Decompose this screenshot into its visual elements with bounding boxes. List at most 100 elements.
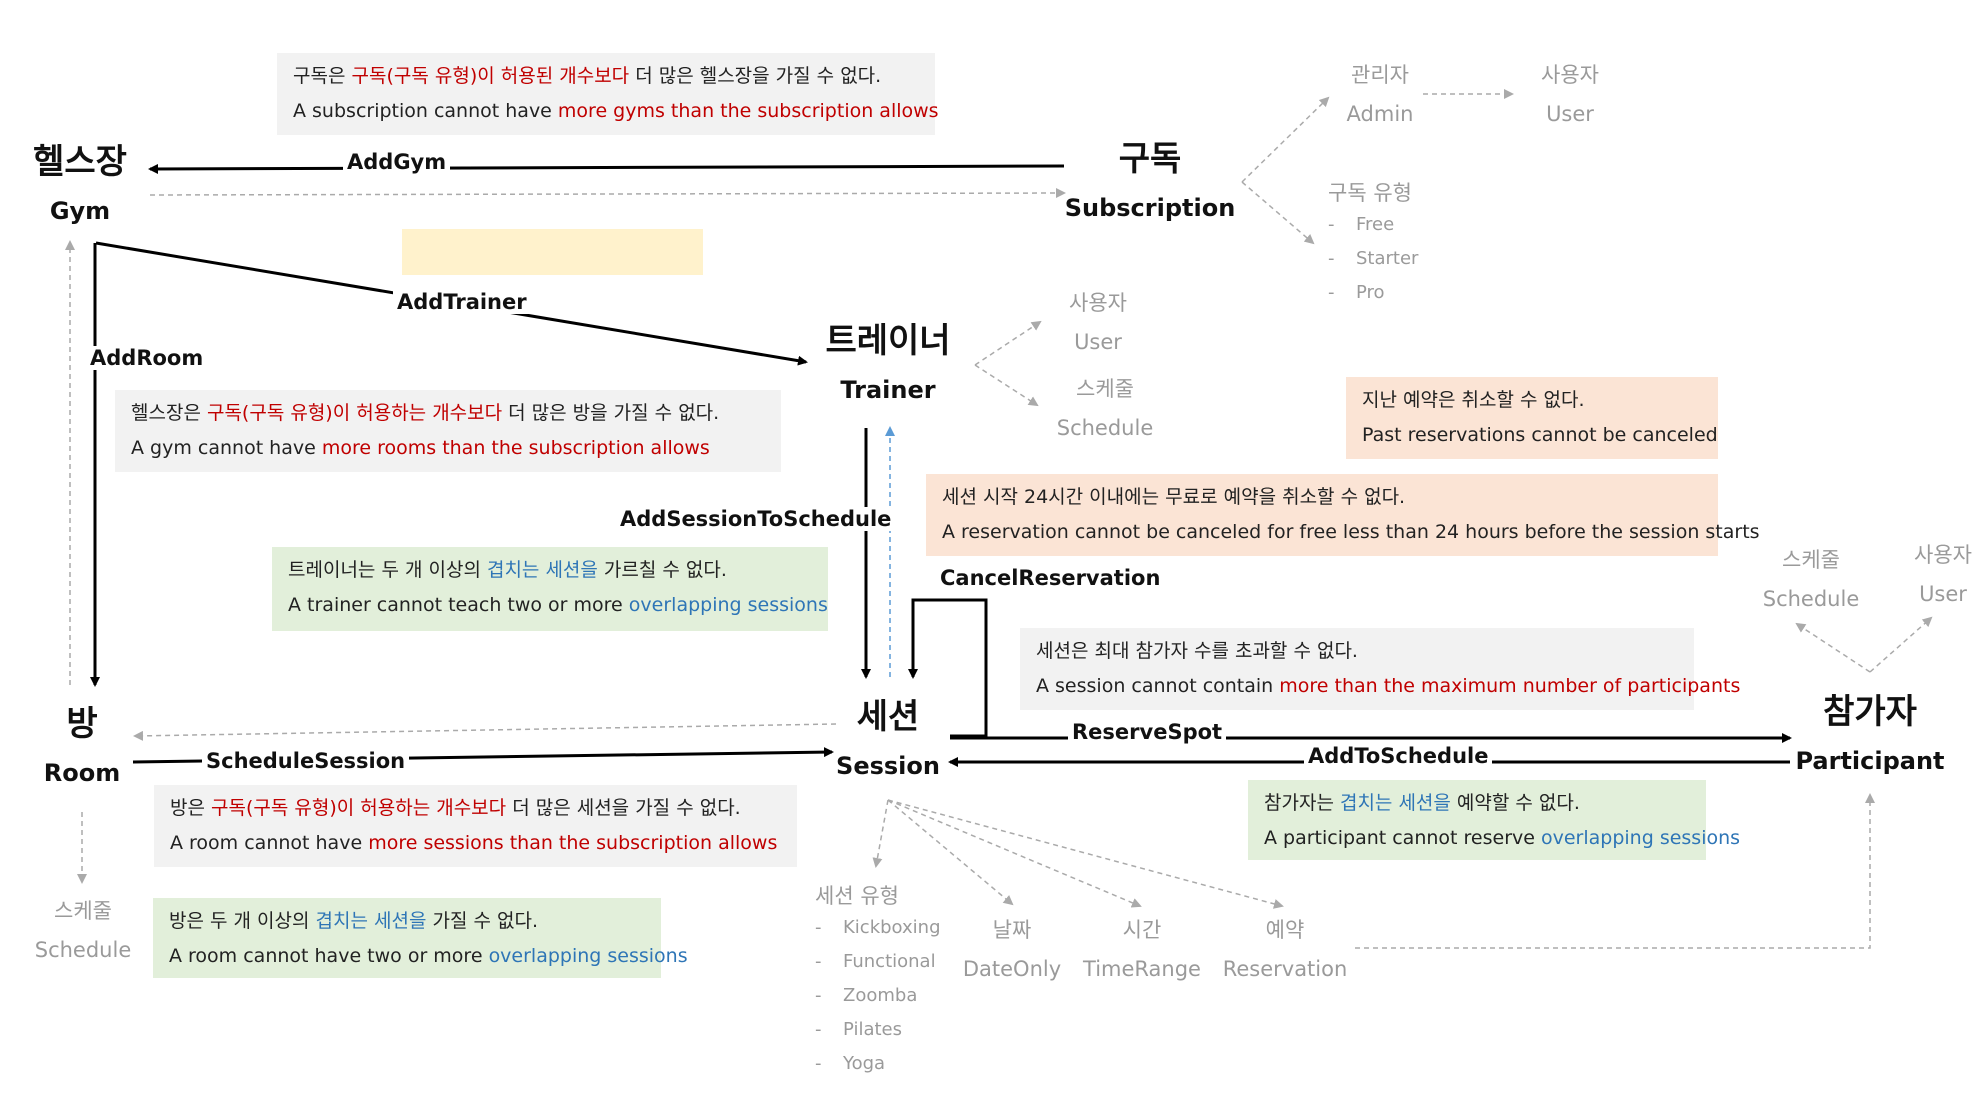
entity-gym-en: Gym: [49, 197, 111, 225]
entity-session: 세션 Session: [818, 697, 958, 781]
edge-trainer-schedule: [974, 364, 1039, 407]
entity-trainer-ko: 트레이너: [825, 321, 951, 361]
edge-participant-schedule: [1795, 622, 1871, 673]
session-type-item: -Yoga: [815, 1053, 886, 1074]
attr-admin-user-en: User: [1546, 102, 1594, 126]
command-add-room: AddRoom: [86, 346, 208, 370]
command-cancel-reservation: CancelReservation: [936, 566, 1165, 590]
subscription-type-item-label: Pro: [1356, 282, 1385, 303]
attr-participant-schedule: 스케줄 Schedule: [1756, 547, 1866, 612]
entity-participant: 참가자 Participant: [1790, 692, 1950, 776]
highlight-box: [402, 229, 703, 275]
rule-free-cancel: 세션 시작 24시간 이내에는 무료로 예약을 취소할 수 없다. A rese…: [926, 474, 1760, 556]
attr-trainer-schedule-en: Schedule: [1056, 416, 1154, 440]
rule-emphasis: more gyms than the subscription allows: [557, 100, 939, 122]
edge-reservation-participant: [1355, 793, 1875, 949]
entity-room-en: Room: [43, 759, 121, 787]
entity-room-ko: 방: [66, 704, 98, 744]
attr-session-type: 세션 유형 -Kickboxing -Functional -Zoomba -P…: [815, 883, 941, 1087]
attr-admin-user: 사용자 User: [1520, 62, 1620, 127]
attr-trainer-user-ko: 사용자: [1069, 291, 1127, 315]
edge-add-gym: [148, 163, 1065, 174]
rule-text: 더 많은 헬스장을 가질 수 없다.: [629, 65, 882, 87]
entity-session-en: Session: [836, 752, 940, 780]
edge-session-reservation: [887, 799, 1284, 909]
attr-subscription-type: 구독 유형 -Free -Starter -Pro: [1328, 180, 1418, 316]
rule-participant-overlap: 참가자는 겹치는 세션을 예약할 수 없다. A participant can…: [1248, 780, 1740, 860]
entity-gym: 헬스장 Gym: [20, 142, 140, 226]
session-type-item-label: Kickboxing: [843, 917, 941, 938]
attr-session-reservation-en: Reservation: [1222, 957, 1348, 981]
rule-text: A session cannot contain: [1036, 675, 1280, 697]
session-type-item-label: Functional: [843, 951, 936, 972]
subscription-type-item: -Pro: [1328, 282, 1385, 303]
rule-text: A room cannot have: [170, 832, 369, 854]
attr-room-schedule-en: Schedule: [34, 938, 132, 962]
command-add-session-to-schedule: AddSessionToSchedule: [616, 507, 896, 531]
subscription-type-item: -Free: [1328, 214, 1395, 235]
attr-admin-en: Admin: [1346, 102, 1414, 126]
attr-session-type-title: 세션 유형: [815, 884, 899, 908]
attr-trainer-schedule: 스케줄 Schedule: [1050, 376, 1160, 441]
session-type-item: -Functional: [815, 951, 936, 972]
attr-session-date-en: DateOnly: [962, 957, 1062, 981]
rule-text: A room cannot have two or more: [169, 945, 489, 967]
rule-text: A trainer cannot teach two or more: [288, 594, 629, 616]
rule-text: 트레이너는 두 개 이상의: [288, 559, 487, 581]
rule-text: A reservation cannot be canceled for fre…: [942, 521, 1760, 543]
rule-emphasis: overlapping sessions: [488, 945, 688, 967]
rule-text: 세션 시작 24시간 이내에는 무료로 예약을 취소할 수 없다.: [942, 486, 1406, 508]
edge-participant-user: [1869, 616, 1933, 673]
edge-gym-subscription-ref: [149, 188, 1066, 199]
edge-session-room-ref: [133, 723, 837, 741]
rule-text: 헬스장은: [131, 402, 207, 424]
rule-trainer-overlap: 트레이너는 두 개 이상의 겹치는 세션을 가르칠 수 없다. A traine…: [272, 547, 828, 631]
attr-trainer-user: 사용자 User: [1048, 290, 1148, 355]
rule-emphasis: 구독(구독 유형)이 허용된 개수보다: [351, 65, 630, 87]
attr-admin-ko: 관리자: [1351, 63, 1409, 87]
attr-session-time: 시간 TimeRange: [1082, 917, 1202, 982]
rule-max-participants: 세션은 최대 참가자 수를 초과할 수 없다. A session cannot…: [1020, 628, 1740, 710]
attr-participant-user: 사용자 User: [1903, 542, 1983, 607]
rule-text: 참가자는: [1264, 792, 1340, 814]
attr-room-schedule: 스케줄 Schedule: [28, 898, 138, 963]
rule-subscription-gyms: 구독은 구독(구독 유형)이 허용된 개수보다 더 많은 헬스장을 가질 수 없…: [277, 53, 939, 135]
rule-text: 지난 예약은 취소할 수 없다.: [1362, 389, 1585, 411]
edge-session-type: [872, 799, 889, 868]
rule-text: 구독은: [293, 65, 352, 87]
command-reserve-spot: ReserveSpot: [1068, 720, 1227, 744]
rule-emphasis: 겹치는 세션을: [315, 910, 427, 932]
rule-emphasis: 구독(구독 유형)이 허용하는 개수보다: [211, 797, 507, 819]
attr-admin: 관리자 Admin: [1330, 62, 1430, 127]
rule-room-sessions: 방은 구독(구독 유형)이 허용하는 개수보다 더 많은 세션을 가질 수 없다…: [154, 785, 797, 867]
edge-cancel-reservation: [908, 598, 988, 738]
rule-emphasis: overlapping sessions: [628, 594, 828, 616]
edge-session-time: [887, 799, 1142, 908]
rule-emphasis: 겹치는 세션을: [1339, 792, 1451, 814]
command-add-trainer: AddTrainer: [393, 290, 531, 314]
attr-participant-schedule-ko: 스케줄: [1782, 548, 1840, 572]
session-type-item-label: Zoomba: [843, 985, 918, 1006]
entity-room: 방 Room: [22, 704, 142, 788]
edge-subscription-admin: [1241, 96, 1330, 183]
attr-session-date-ko: 날짜: [992, 918, 1032, 942]
attr-room-schedule-ko: 스케줄: [54, 899, 112, 923]
entity-participant-ko: 참가자: [1823, 692, 1917, 732]
rule-emphasis: 구독(구독 유형)이 허용하는 개수보다: [206, 402, 503, 424]
session-type-item-label: Pilates: [843, 1019, 903, 1040]
command-add-to-schedule: AddToSchedule: [1304, 744, 1493, 768]
entity-trainer: 트레이너 Trainer: [793, 321, 983, 405]
attr-admin-user-ko: 사용자: [1541, 63, 1599, 87]
attr-subscription-type-title: 구독 유형: [1328, 181, 1412, 205]
entity-subscription-en: Subscription: [1064, 194, 1236, 222]
rule-past-reservation: 지난 예약은 취소할 수 없다. Past reservations canno…: [1346, 377, 1718, 459]
entity-gym-ko: 헬스장: [33, 142, 127, 182]
attr-trainer-user-en: User: [1074, 330, 1122, 354]
rule-emphasis: 겹치는 세션을: [486, 559, 598, 581]
subscription-type-item: -Starter: [1328, 248, 1419, 269]
entity-subscription: 구독 Subscription: [1060, 139, 1240, 223]
rule-text: 가르칠 수 없다.: [597, 559, 727, 581]
edge-trainer-user: [974, 320, 1042, 366]
edge-subscription-type: [1241, 181, 1315, 245]
rule-text: 예약할 수 없다.: [1450, 792, 1580, 814]
